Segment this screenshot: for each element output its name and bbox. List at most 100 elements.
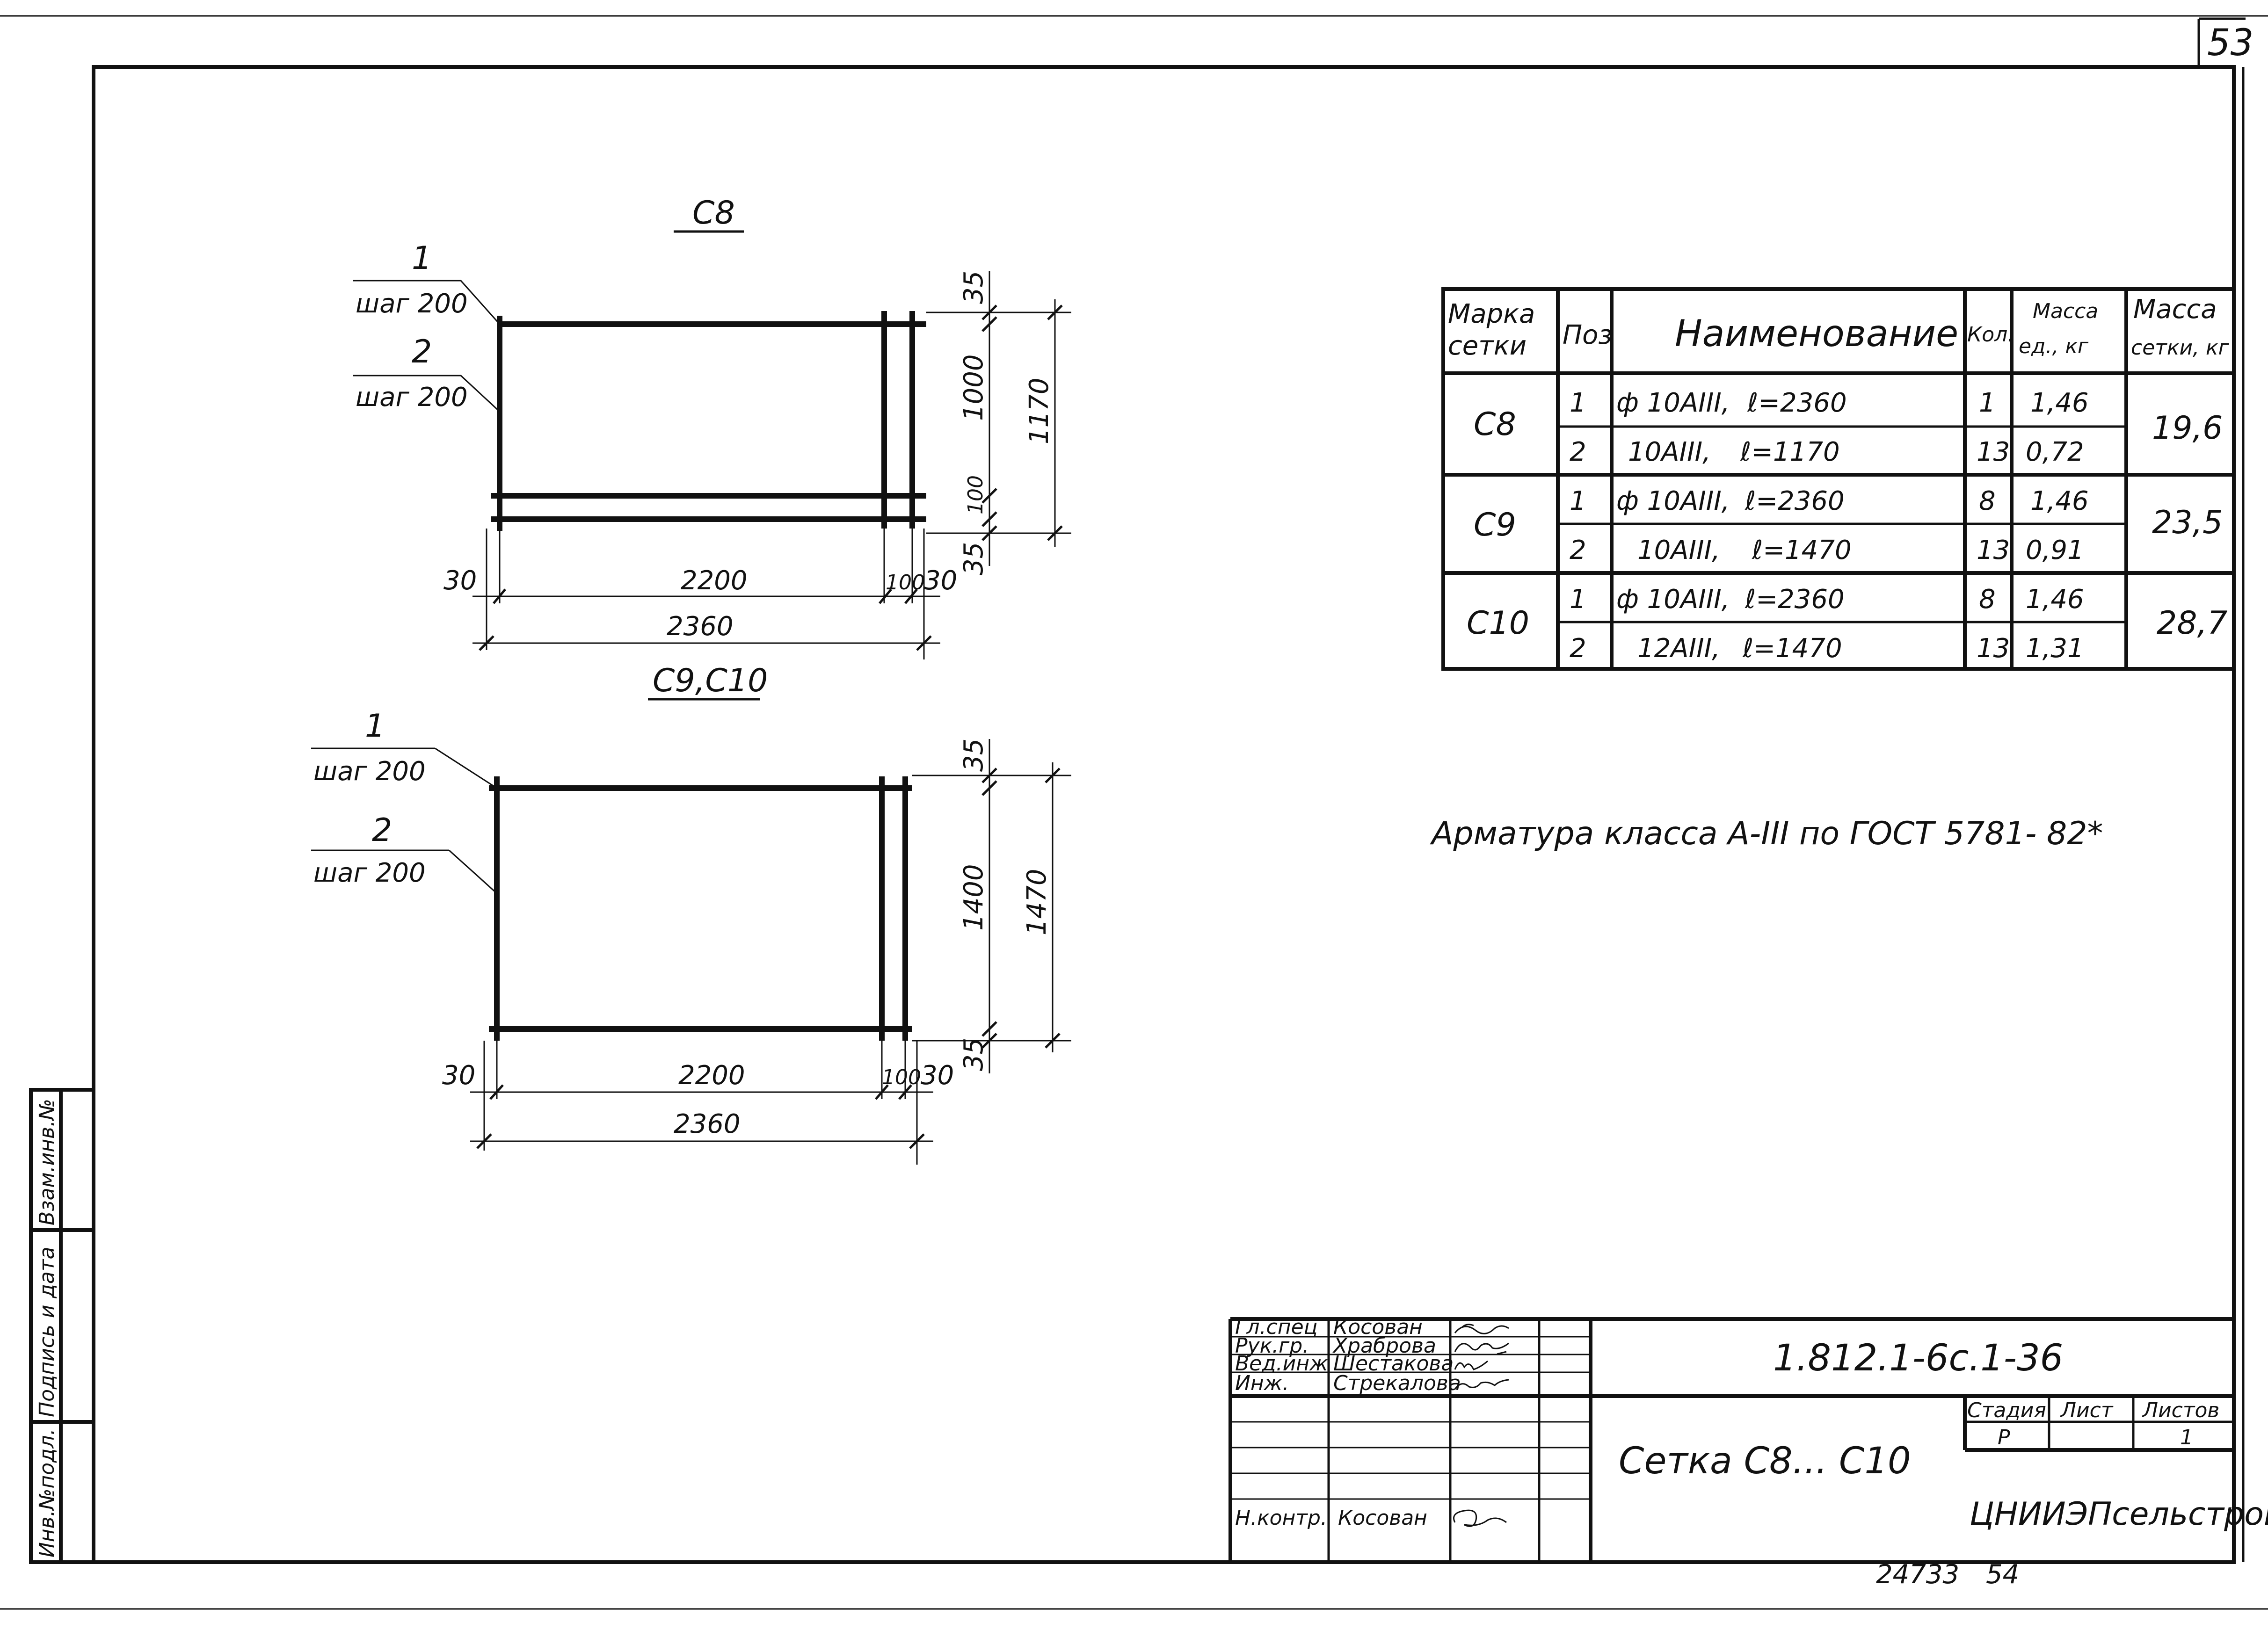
name-1: Храброва [1332,1334,1436,1358]
c8-callout-1-num: 1 [412,240,432,277]
c8-callout-2-step: шаг 200 [356,382,468,413]
c8-r2-pos: 2 [1570,437,1586,467]
c9-r1-length: ℓ=2360 [1745,486,1845,516]
sheets-value: 1 [2180,1426,2193,1449]
c8-mass-mesh: 19,6 [2152,410,2223,447]
c9c10-callout-1-step: шаг 200 [313,756,426,787]
c9c10-title: С9,С10 [653,662,768,699]
c9-r1-name: ф 10АIII, [1616,486,1730,516]
c8-dim-35-top: 35 [959,271,989,304]
c9c10-dim-30-right: 30 [921,1060,954,1091]
page-number: 54 [1986,1559,2019,1590]
sheet-label: Лист [2060,1398,2114,1422]
role-1: Рук.гр. [1235,1334,1309,1358]
hdr-pos: Поз [1563,320,1612,350]
c9c10-dim-35-top: 35 [959,739,989,772]
c8-callout-1-step: шаг 200 [356,289,468,319]
c9-r1-qty: 8 [1979,486,1996,516]
hdr-mark-l2: сетки [1448,331,1527,361]
c8-r1-mass: 1,46 [2030,388,2089,418]
strip-inv-podl: Инв.№подл. [35,1428,59,1557]
name-6: Косован [1338,1506,1427,1530]
c8-dim-2200: 2200 [681,565,748,596]
hdr-qty: Кол. [1967,323,2014,347]
sheet-number: 53 [2207,22,2253,64]
strip-vzam: Взам.инв.№ [35,1099,59,1225]
c10-r2-name: 12АIII, [1637,633,1720,664]
c8-callout-2-num: 2 [412,333,432,370]
name-2: Шестакова [1333,1352,1454,1376]
c10-r1-qty: 8 [1979,584,1996,615]
c9-r2-length: ℓ=1470 [1752,535,1852,565]
sheet-frame: 53 [0,15,2268,1610]
c8-mark: С8 [1474,406,1516,443]
c8-r1-qty: 1 [1979,388,1996,418]
c9c10-callout-1-num: 1 [365,708,385,745]
hdr-mass-item-l2: ед., кг [2019,334,2089,358]
c9c10-dim-100-h: 100 [882,1065,921,1089]
c9c10-callout-2-num: 2 [372,812,392,849]
spec-table: Марка сетки Поз Наименование Кол. Масса … [1441,287,2236,671]
drawing-title: Сетка С8... С10 [1619,1440,1911,1482]
c9c10-dim-30-left: 30 [442,1060,475,1091]
role-3: Инж. [1235,1371,1289,1395]
c10-r2-mass: 1,31 [2026,633,2084,664]
c8-dim-100-v: 100 [964,475,988,514]
role-2: Вед.инж [1235,1352,1328,1376]
c8-dim-1000: 1000 [959,354,989,421]
c10-r1-name: ф 10АIII, [1616,584,1730,615]
c9-mark: С9 [1474,507,1516,543]
c9c10-callout-2-step: шаг 200 [313,858,426,888]
c9c10-dim-2360: 2360 [674,1109,741,1139]
c10-mark: С10 [1467,605,1529,642]
c8-title: С8 [692,195,735,232]
hdr-mark-l1: Марка [1448,299,1535,329]
c9-r2-pos: 2 [1570,535,1586,565]
c8-dim-35-bottom: 35 [959,542,989,575]
c9c10-dim-1400: 1400 [959,864,989,931]
hdr-name: Наименование [1675,313,1958,355]
hdr-mass-item-l1: Масса [2033,299,2098,323]
c8-r2-name: 10АIII, [1628,437,1711,467]
c8-r1-name: ф 10АIII, [1616,388,1730,418]
drawing-c9-c10: С9,С10 1 шаг 200 2 шаг 200 35 1400 1470 … [311,662,1071,1165]
c8-dim-30-left: 30 [443,565,477,596]
c8-r2-length: ℓ=1170 [1740,437,1840,467]
c9c10-dim-2200: 2200 [678,1060,745,1091]
c8-dim-1170: 1170 [1024,377,1054,444]
left-binding-strip: Взам.инв.№ Подпись и дата Инв.№подл. [29,1088,95,1564]
c9-r1-pos: 1 [1570,486,1586,516]
c8-dim-100-h: 100 [886,571,925,594]
drawing-c8: С8 1 шаг 200 2 шаг 200 35 1000 1170 100 … [353,195,1071,659]
c8-r1-pos: 1 [1570,388,1586,418]
sheets-label: Листов [2142,1398,2219,1422]
stage-label: Стадия [1967,1398,2046,1422]
c9c10-dim-35-bottom: 35 [959,1038,989,1071]
c9-r2-name: 10АIII, [1637,535,1720,565]
strip-podpis: Подпись и дата [35,1247,59,1417]
c10-r2-pos: 2 [1570,633,1586,664]
name-3: Стрекалова [1333,1371,1461,1395]
organization: ЦНИИЭПсельстрой [1970,1496,2268,1533]
c8-r2-qty: 13 [1977,437,2010,467]
rebar-note: Арматура класса А-III по ГОСТ 5781- 82* [1430,815,2103,852]
c9c10-dim-1470: 1470 [1022,869,1052,935]
role-6: Н.контр. [1235,1506,1327,1530]
c10-r1-mass: 1,46 [2026,584,2084,615]
archive-number: 24733 [1876,1559,1959,1590]
c9-mass-mesh: 23,5 [2152,504,2223,541]
designation: 1.812.1-6с.1-36 [1773,1337,2063,1379]
c8-r2-mass: 0,72 [2026,437,2084,467]
c10-r1-pos: 1 [1570,584,1586,615]
c9-r2-qty: 13 [1977,535,2010,565]
c8-dim-30-right: 30 [924,565,957,596]
c10-r1-length: ℓ=2360 [1745,584,1845,615]
c10-r2-qty: 13 [1977,633,2010,664]
name-0: Косован [1333,1315,1423,1339]
stage-value: Р [1998,1426,2010,1449]
c8-r1-length: ℓ=2360 [1747,388,1847,418]
c8-dim-2360: 2360 [667,611,734,642]
c10-r2-length: ℓ=1470 [1742,633,1842,664]
c9-r1-mass: 1,46 [2030,486,2089,516]
